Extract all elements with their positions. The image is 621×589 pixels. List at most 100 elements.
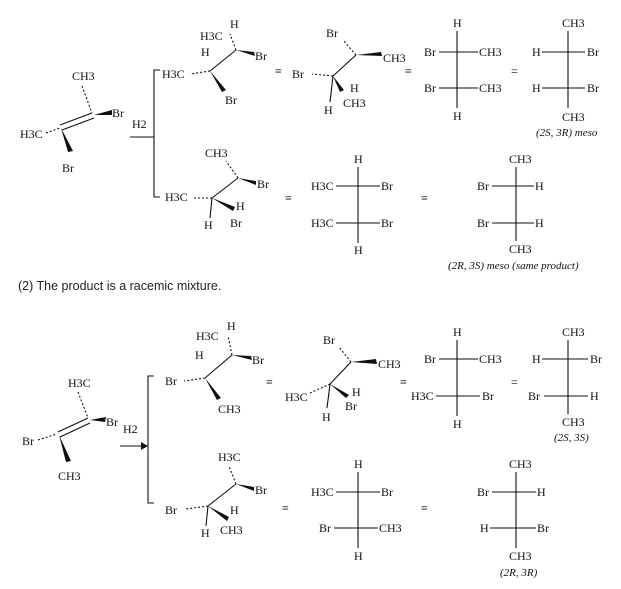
alkene-ch3-label: CH3: [58, 469, 81, 483]
br-label: Br: [165, 374, 177, 388]
dashed-bond: [228, 465, 237, 485]
h3c-label: H3C: [162, 67, 185, 81]
c-c-bond: [332, 54, 357, 77]
br-label: Br: [528, 389, 540, 403]
reaction-2-top-sawhorse-a: H3C H H Br Br CH3 ≡: [165, 319, 273, 416]
dashed-bond: [225, 160, 239, 179]
c-c-bond: [209, 49, 237, 72]
reaction-1-branch: H2: [130, 69, 160, 198]
equivalence-sign: ≡: [275, 64, 282, 78]
reaction-1: CH3 H3C Br Br H2 H3C H H Br H3C Br: [20, 16, 599, 272]
ch3-label: CH3: [479, 45, 502, 59]
br-label: Br: [537, 521, 549, 535]
ch3-label: CH3: [218, 402, 241, 416]
wedge-bond: [59, 435, 71, 462]
h3c-label: H3C: [165, 190, 188, 204]
wedge-bond: [232, 355, 252, 360]
c-c-bond: [329, 361, 352, 385]
br-label: Br: [477, 179, 489, 193]
h-label: H: [230, 503, 239, 517]
dashed-bond: [342, 39, 357, 56]
wedge-bond: [94, 110, 112, 115]
equivalence-sign: ≡: [421, 191, 428, 205]
ch3-label: CH3: [343, 96, 366, 110]
arrowhead: [141, 442, 148, 450]
br-label: Br: [252, 353, 264, 367]
reaction-2-bottom-fischer-a: H H3C Br Br CH3 H ≡: [311, 457, 428, 563]
alkene-br-label: Br: [112, 106, 124, 120]
bond: [329, 75, 334, 103]
alkene-br-label: Br: [62, 161, 74, 175]
br-label: Br: [319, 521, 331, 535]
wedge-bond: [356, 52, 382, 56]
h3c-label: H3C: [218, 450, 241, 464]
wedge-bond: [236, 484, 254, 491]
h-label: H: [532, 352, 541, 366]
wedge-bond: [333, 76, 344, 92]
h-label: H: [532, 45, 541, 59]
equals-sign: =: [511, 375, 518, 389]
h3c-label: H3C: [311, 179, 334, 193]
wedge-bond: [236, 50, 255, 56]
wedge-bond: [210, 71, 226, 92]
double-bond: [59, 112, 93, 126]
dashed-bond: [81, 85, 93, 114]
reaction-2: H3C Br Br CH3 H2 H3C H H Br Br CH3: [22, 319, 602, 579]
h-label: H: [195, 348, 204, 362]
branch-bracket: [147, 375, 154, 504]
h-label: H: [532, 81, 541, 95]
h-label: H: [201, 45, 210, 59]
h-label: H: [453, 109, 462, 123]
dashed-bond: [309, 383, 331, 394]
br-label: Br: [292, 67, 304, 81]
reaction-2-bottom-fischer-b: CH3 Br H H Br CH3 (2R, 3R): [477, 457, 549, 579]
ch3-label: CH3: [378, 357, 401, 371]
h-label: H: [352, 385, 361, 399]
dashed-bond: [183, 377, 206, 382]
bond: [205, 505, 209, 527]
h-label: H: [535, 179, 544, 193]
br-label: Br: [255, 49, 267, 63]
reagent-h2-label: H2: [132, 117, 147, 131]
ch3-label: CH3: [479, 81, 502, 95]
c-c-bond: [204, 354, 233, 379]
br-label: Br: [381, 485, 393, 499]
h-label: H: [354, 152, 363, 166]
reaction-1-starting-alkene: CH3 H3C Br Br: [20, 69, 124, 175]
ch3-label: CH3: [562, 415, 585, 429]
reaction-2-top-fischer-b: CH3 H Br Br H CH3 (2S, 3S): [528, 325, 602, 444]
br-label: Br: [345, 399, 357, 413]
reaction-1-bottom-sawhorse: CH3 Br H3C H H Br ≡: [165, 146, 292, 232]
dashed-bond: [338, 346, 352, 363]
h3c-label: H3C: [311, 485, 334, 499]
h-label: H: [537, 485, 546, 499]
ch3-label: CH3: [479, 352, 502, 366]
dashed-bond: [227, 335, 233, 356]
ch3-label: CH3: [220, 523, 243, 537]
h3c-label: H3C: [411, 389, 434, 403]
dashed-bond: [45, 127, 61, 134]
h3c-label: H3C: [311, 216, 334, 230]
ch3-label: CH3: [562, 110, 585, 124]
reaction-2-starting-alkene: H3C Br Br CH3: [22, 376, 118, 483]
double-bond: [57, 417, 89, 433]
wedge-bond: [238, 178, 256, 185]
wedge-bond: [208, 506, 229, 521]
wedge-bond: [61, 128, 73, 152]
reagent-h2-label: H2: [123, 422, 138, 436]
reaction-1-top-fischer-b: CH3 H Br H Br CH3 (2S, 3R) meso: [532, 16, 599, 139]
h-label: H: [201, 526, 210, 540]
reaction-1-top-fischer-a: H Br CH3 Br CH3 H =: [424, 16, 518, 123]
br-label: Br: [477, 485, 489, 499]
br-label: Br: [477, 216, 489, 230]
br-label: Br: [587, 45, 599, 59]
br-label: Br: [326, 26, 338, 40]
dashed-bond: [189, 70, 211, 75]
equivalence-sign: ≡: [405, 64, 412, 78]
bond: [326, 383, 331, 409]
h-label: H: [324, 103, 333, 117]
ch3-label: CH3: [205, 146, 228, 160]
reaction-2-bottom-sawhorse: H3C Br Br H H CH3 ≡: [165, 450, 289, 540]
br-label: Br: [323, 333, 335, 347]
double-bond: [61, 117, 95, 131]
